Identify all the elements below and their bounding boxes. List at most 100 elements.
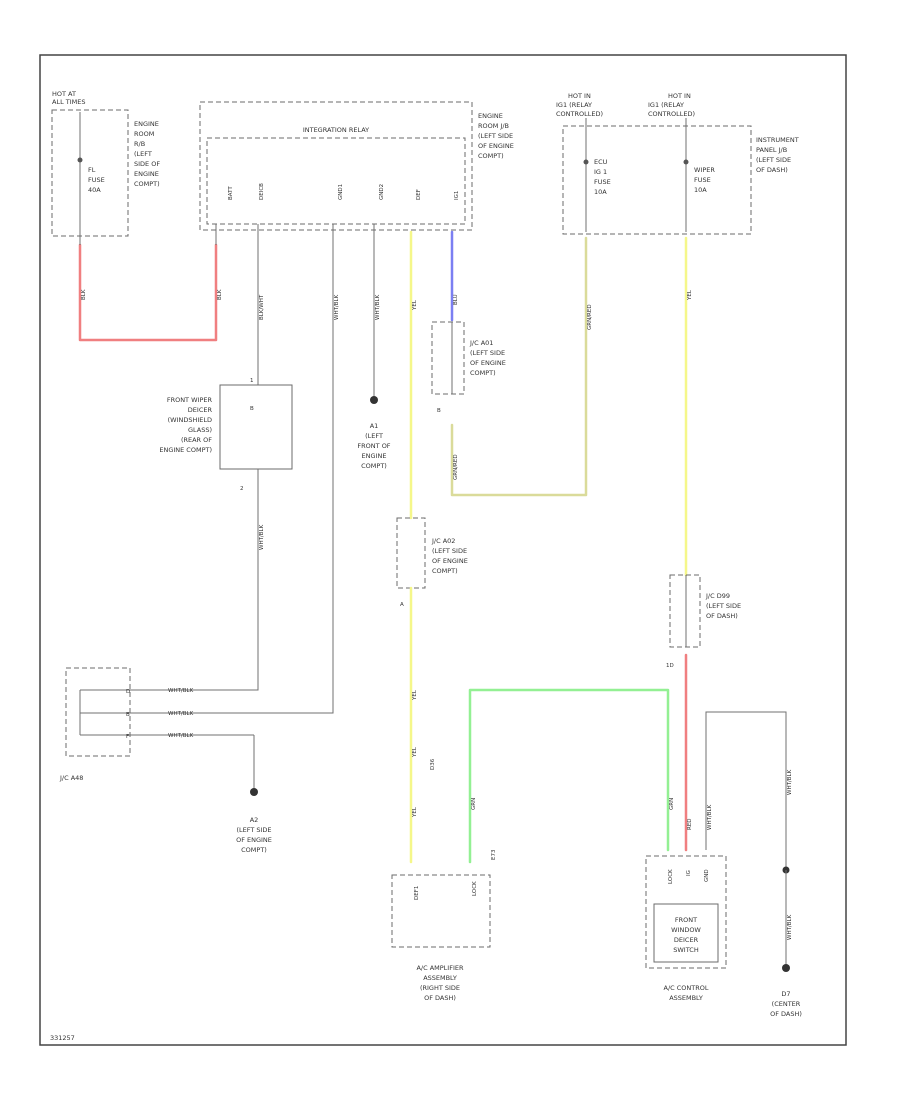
svg-text:WIPER: WIPER: [694, 166, 715, 174]
hot-ig1-left-label: HOT IN IG1 (RELAY CONTROLLED): [556, 92, 603, 118]
svg-text:HOT IN: HOT IN: [668, 92, 691, 100]
front-wiper-deicer-label: FRONT WIPER DEICER (WINDSHIELD GLASS) (R…: [159, 396, 212, 454]
fuse-ecu-ig-icon: [583, 159, 589, 165]
svg-text:GRN: GRN: [471, 798, 477, 810]
svg-text:SWITCH: SWITCH: [673, 946, 699, 954]
svg-text:COMPT): COMPT): [134, 180, 160, 188]
svg-text:(LEFT SIDE: (LEFT SIDE: [236, 826, 271, 834]
svg-text:ENGINE: ENGINE: [478, 112, 503, 120]
svg-text:OF ENGINE: OF ENGINE: [478, 142, 514, 150]
svg-text:FL: FL: [88, 166, 96, 174]
svg-text:YEL: YEL: [687, 289, 693, 301]
front-window-deicer-label: FRONT WINDOW DEICER SWITCH: [671, 916, 701, 954]
svg-text:IG: IG: [686, 870, 692, 876]
integration-relay-label: INTEGRATION RELAY: [303, 126, 369, 134]
hot-ig1-right-label: HOT IN IG1 (RELAY CONTROLLED): [648, 92, 695, 118]
svg-text:(CENTER: (CENTER: [772, 1000, 801, 1008]
relay-pin-labels: BATT DEICB GND1 GND2 DEF IG1: [228, 183, 460, 200]
svg-text:ROOM J/B: ROOM J/B: [478, 122, 509, 130]
svg-text:BLK/WHT: BLK/WHT: [259, 294, 265, 320]
svg-text:HOT AT: HOT AT: [52, 90, 76, 98]
figure-id: 331257: [50, 1034, 75, 1042]
front-window-deicer-box: [653, 903, 719, 963]
wire-deicer-out: [130, 469, 259, 691]
svg-text:OF ENGINE: OF ENGINE: [432, 557, 468, 565]
ground-a2-label: A2 (LEFT SIDE OF ENGINE COMPT): [236, 816, 272, 854]
svg-text:A: A: [400, 602, 404, 608]
svg-text:D7: D7: [781, 990, 790, 998]
svg-text:FUSE: FUSE: [594, 178, 611, 186]
svg-text:IG1 (RELAY: IG1 (RELAY: [648, 101, 684, 109]
svg-text:BLU: BLU: [453, 294, 459, 305]
wire-red-batt: [78, 243, 218, 342]
ground-a1-label: A1 (LEFT FRONT OF ENGINE COMPT): [357, 422, 390, 470]
svg-text:A2: A2: [250, 816, 259, 824]
svg-text:(RIGHT SIDE: (RIGHT SIDE: [420, 984, 460, 992]
svg-text:WHT/BLK: WHT/BLK: [334, 294, 340, 320]
svg-text:J/C A02: J/C A02: [431, 537, 455, 545]
svg-text:WHT/BLK: WHT/BLK: [259, 524, 265, 550]
svg-text:OF ENGINE: OF ENGINE: [236, 836, 272, 844]
ground-a1-icon: [370, 396, 378, 404]
svg-text:GRN/RED: GRN/RED: [453, 454, 459, 480]
fuse-fl-icon: [77, 157, 83, 163]
svg-text:CONTROLLED): CONTROLLED): [648, 110, 695, 118]
ac-control-label: A/C CONTROL ASSEMBLY: [664, 984, 709, 1002]
svg-text:10A: 10A: [694, 186, 707, 194]
instrument-panel-jb-box: [562, 125, 752, 235]
svg-text:10A: 10A: [594, 188, 607, 196]
svg-text:COMPT): COMPT): [241, 846, 267, 854]
jc-a02-box: [396, 517, 426, 589]
svg-text:ENGINE: ENGINE: [362, 452, 387, 460]
ground-d7-icon: [782, 964, 790, 972]
svg-text:DEICER: DEICER: [188, 406, 213, 414]
svg-text:FRONT WIPER: FRONT WIPER: [167, 396, 213, 404]
svg-text:J/C A01: J/C A01: [469, 339, 493, 347]
svg-text:OF DASH): OF DASH): [706, 612, 738, 620]
pin-def: DEF: [416, 189, 422, 200]
ac-amplifier-label: A/C AMPLIFIER ASSEMBLY (RIGHT SIDE OF DA…: [416, 964, 464, 1002]
wire-olive-ecu: [450, 236, 588, 497]
svg-text:WHT/BLK: WHT/BLK: [168, 711, 194, 717]
ac-amplifier-box: [391, 874, 491, 948]
svg-text:YEL: YEL: [412, 806, 418, 818]
engine-room-jb-label: ENGINE ROOM J/B (LEFT SIDE OF ENGINE COM…: [478, 112, 514, 160]
svg-text:INSTRUMENT: INSTRUMENT: [756, 136, 799, 144]
svg-text:ASSEMBLY: ASSEMBLY: [423, 974, 457, 982]
jc-a01-label: J/C A01 (LEFT SIDE OF ENGINE COMPT): [469, 339, 506, 377]
svg-text:IG 1: IG 1: [594, 168, 607, 176]
svg-text:RED: RED: [687, 818, 693, 830]
svg-text:WINDOW: WINDOW: [671, 926, 701, 934]
fuse-wiper-icon: [683, 159, 689, 165]
svg-text:GRN/RED: GRN/RED: [587, 304, 593, 330]
svg-text:A/C AMPLIFIER: A/C AMPLIFIER: [416, 964, 464, 972]
svg-text:BLK: BLK: [81, 289, 87, 300]
svg-text:OF ENGINE: OF ENGINE: [470, 359, 506, 367]
svg-text:A1: A1: [370, 422, 379, 430]
hot-label-line: HOT AT: [52, 90, 76, 98]
fuse-ecu-ig-label: ECU IG 1 FUSE 10A: [594, 158, 611, 196]
pin-deicb: DEICB: [259, 183, 265, 200]
svg-text:FRONT: FRONT: [675, 916, 697, 924]
svg-text:WHT/BLK: WHT/BLK: [707, 804, 713, 830]
svg-text:WHT/BLK: WHT/BLK: [168, 733, 194, 739]
svg-text:(LEFT SIDE: (LEFT SIDE: [432, 547, 467, 555]
svg-text:DEICER: DEICER: [674, 936, 699, 944]
svg-text:COMPT): COMPT): [478, 152, 504, 160]
svg-text:OF DASH): OF DASH): [424, 994, 456, 1002]
diagram-frame: [39, 54, 847, 1046]
jc-d99-box: [669, 574, 701, 648]
svg-text:D: D: [126, 689, 130, 695]
engine-room-rb-label: ENGINE ROOM R/B (LEFT SIDE OF ENGINE COM…: [134, 120, 160, 188]
svg-text:CONTROLLED): CONTROLLED): [556, 110, 603, 118]
wire-gnd1: [80, 224, 334, 714]
fuse-wiper-label: WIPER FUSE 10A: [694, 166, 715, 194]
ground-a2-icon: [250, 788, 258, 796]
svg-text:(REAR OF: (REAR OF: [181, 436, 212, 444]
svg-text:(LEFT SIDE: (LEFT SIDE: [478, 132, 513, 140]
pin-batt: BATT: [228, 186, 234, 200]
jc-a02-label: J/C A02 (LEFT SIDE OF ENGINE COMPT): [431, 537, 468, 575]
svg-text:WHT/BLK: WHT/BLK: [787, 914, 793, 940]
svg-text:COMPT): COMPT): [432, 567, 458, 575]
